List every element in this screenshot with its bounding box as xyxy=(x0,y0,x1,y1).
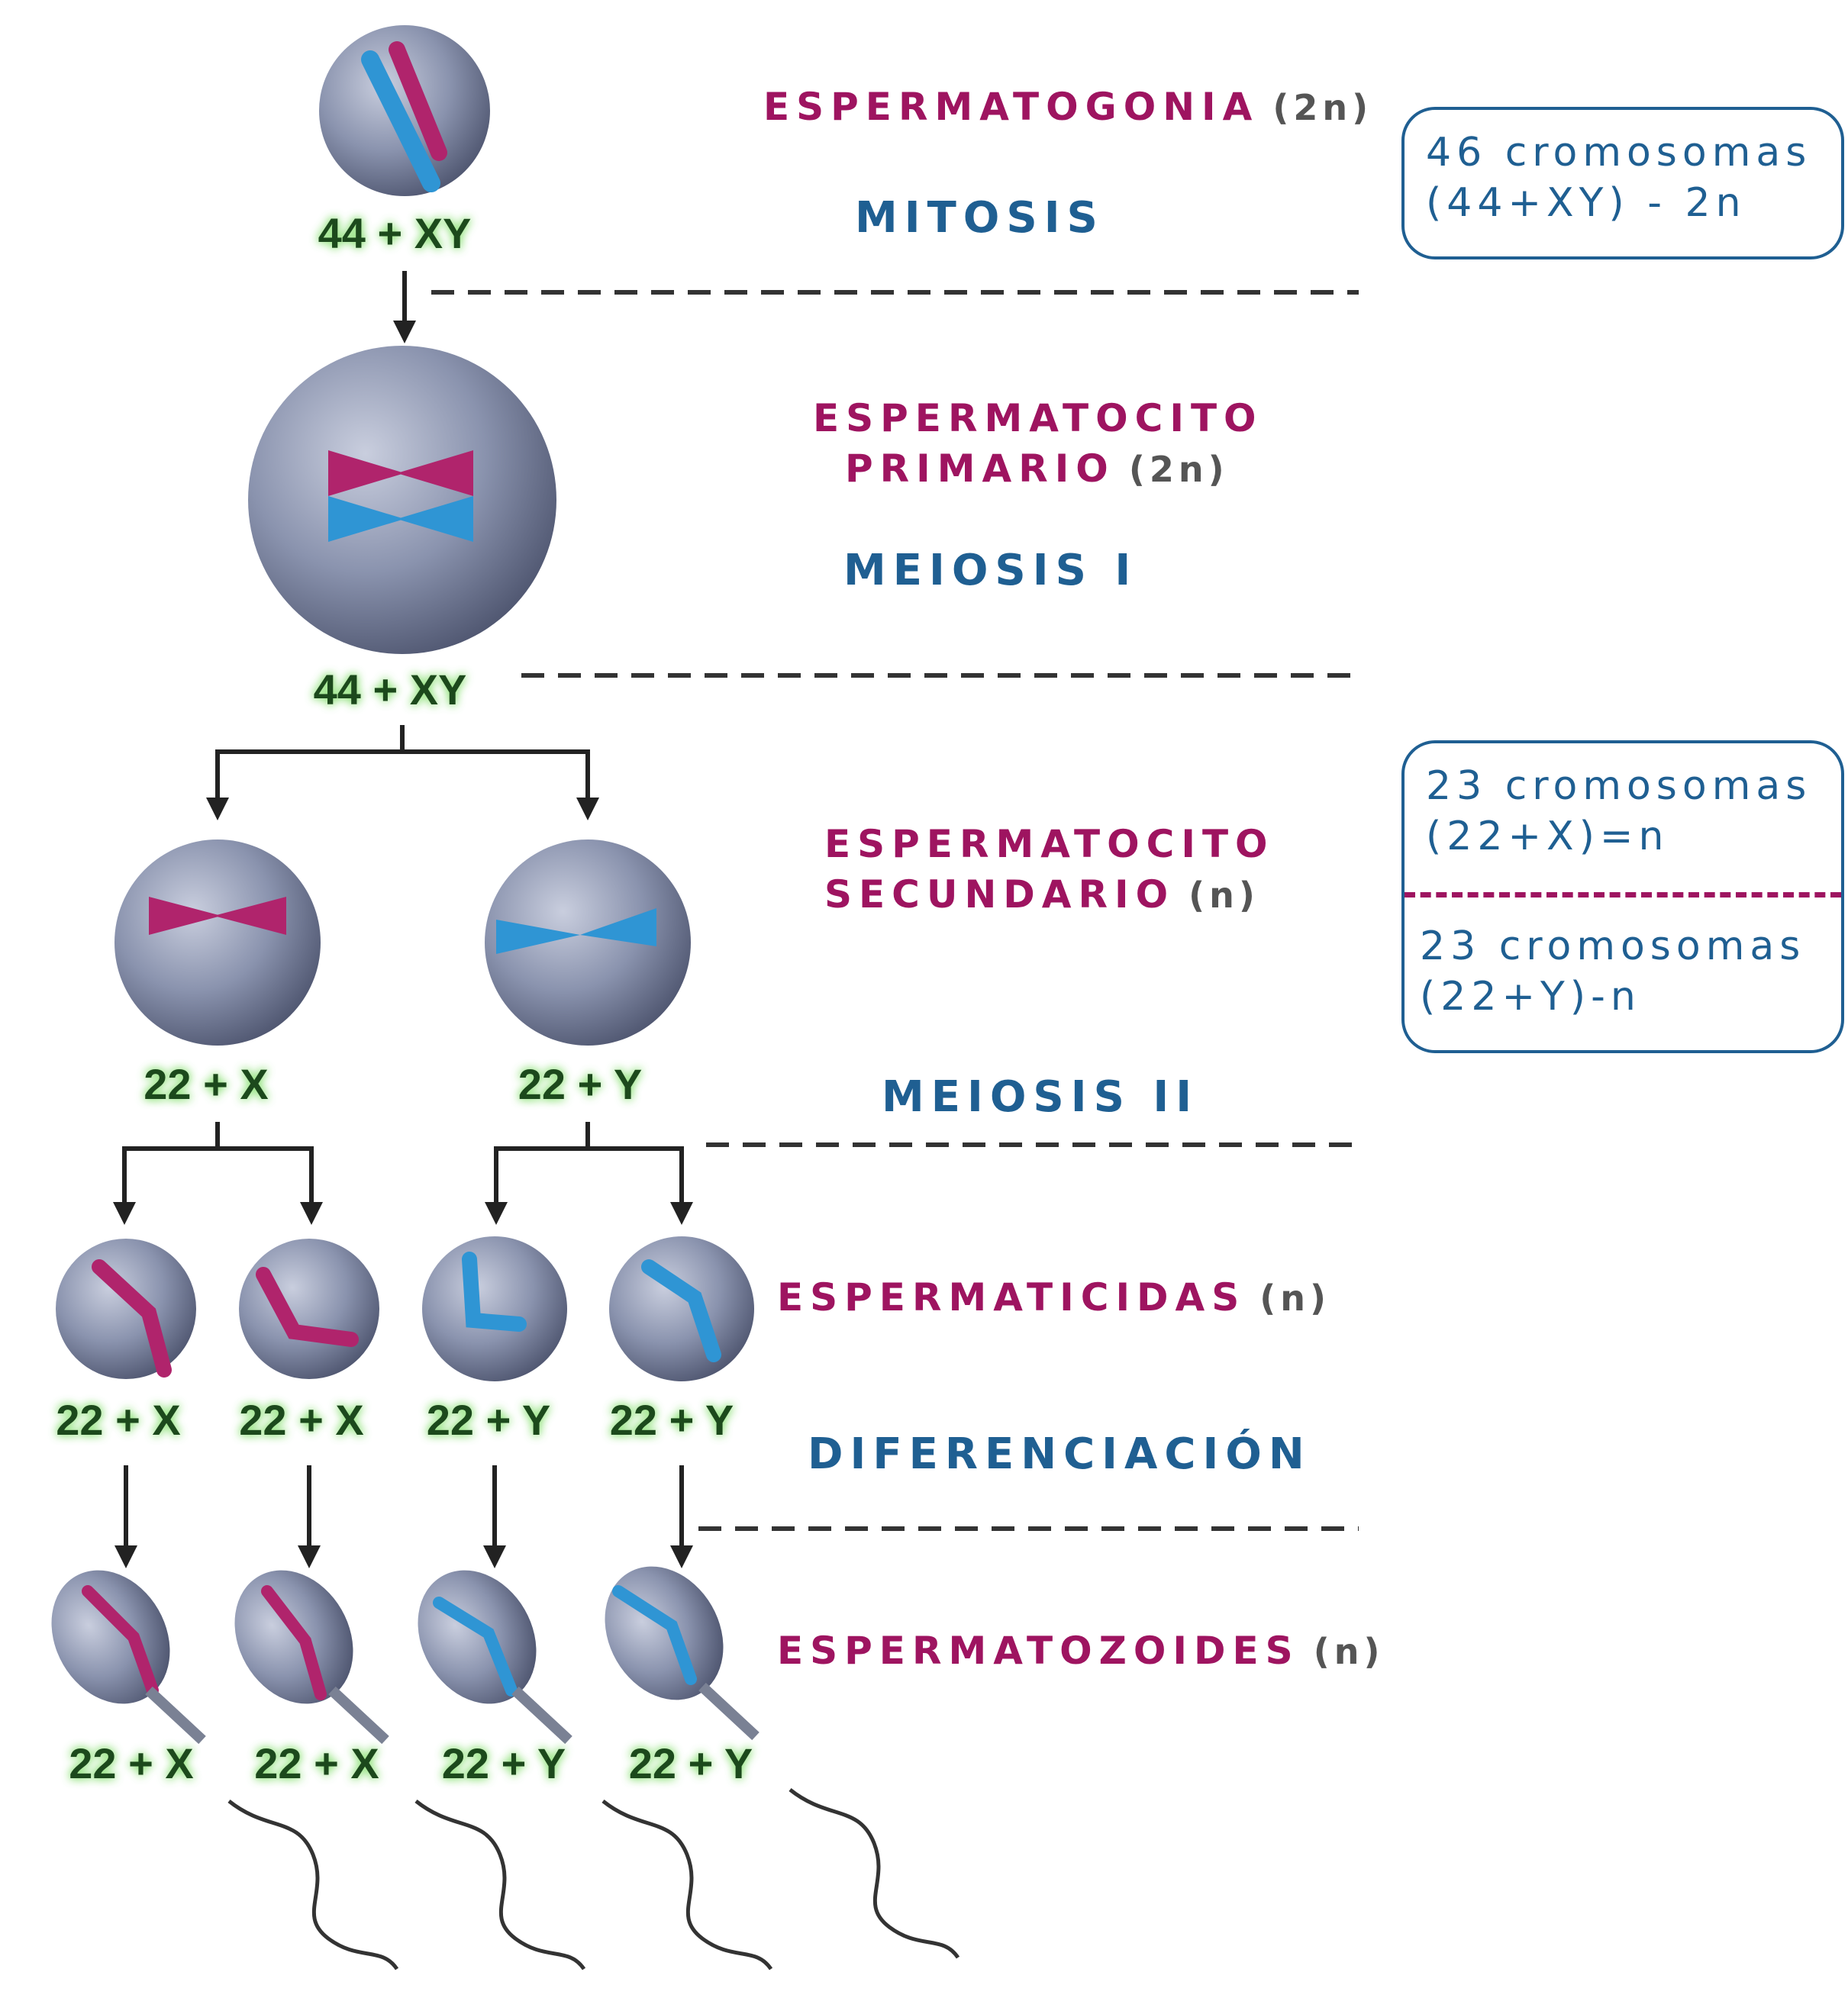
spermatid-y-2 xyxy=(609,1236,754,1381)
stage-label-espermatogonia: ESPERMATOGONIA (2n) xyxy=(763,88,1372,126)
process-label-mitosis: MITOSIS xyxy=(855,193,1105,243)
primary-spermatocyte-cell xyxy=(248,346,556,654)
ploidy: (2n) xyxy=(1128,449,1229,490)
stage-name-line1: ESPERMATOCITO xyxy=(824,822,1275,866)
spermatozoa xyxy=(51,1566,760,1745)
karyotype-spermatid: 22 + Y xyxy=(610,1396,734,1444)
info-box-x-line2: (22+X)=n xyxy=(1426,814,1669,859)
process-label-meiosis-1: MEIOSIS I xyxy=(843,546,1138,595)
ploidy: (2n) xyxy=(1272,87,1373,128)
karyotype-spermatozoon: 22 + X xyxy=(69,1739,193,1787)
info-box-y-line2: (22+Y)-n xyxy=(1420,974,1641,1020)
spermatozoon-y-1 xyxy=(418,1570,572,1745)
info-box-divider xyxy=(1405,892,1841,897)
info-box-x-line1: 23 cromosomas xyxy=(1426,763,1812,809)
flagella xyxy=(227,1788,960,1971)
karyotype-spermatid: 22 + X xyxy=(239,1396,363,1444)
karyotype-secondary-x: 22 + X xyxy=(144,1060,268,1108)
stage-name-line2: SECUNDARIO xyxy=(824,872,1176,917)
secondary-spermatocyte-x-cell xyxy=(114,839,321,1046)
karyotype-spermatozoon: 22 + X xyxy=(254,1739,379,1787)
stage-name: ESPERMATOGONIA xyxy=(763,85,1259,129)
differentiation-arrows xyxy=(114,1465,693,1568)
process-label-meiosis-2: MEIOSIS II xyxy=(882,1072,1199,1122)
stage-separators xyxy=(431,290,1359,1531)
spermatids xyxy=(56,1236,754,1381)
stage-label-espermaticidas: ESPERMATICIDAS(n) xyxy=(777,1278,1330,1316)
karyotype-spermatid: 22 + Y xyxy=(427,1396,550,1444)
spermatid-y-1 xyxy=(422,1236,567,1381)
stage-label-espermatocito-primario: ESPERMATOCITO PRIMARIO (2n) xyxy=(813,393,1263,503)
info-box-haploid: 23 cromosomas (22+X)=n 23 cromosomas (22… xyxy=(1401,740,1844,1053)
spermatozoon-y-2 xyxy=(605,1566,760,1741)
stage-name-line2: PRIMARIO xyxy=(845,446,1115,491)
meiosis-2-branches xyxy=(113,1122,693,1225)
karyotype-spermatid: 22 + X xyxy=(56,1396,180,1444)
ploidy: (n) xyxy=(1313,1631,1385,1672)
karyotype-spermatozoon: 22 + Y xyxy=(442,1739,566,1787)
spermatogonium-cell xyxy=(319,25,490,196)
karyotype-spermatozoon: 22 + Y xyxy=(629,1739,753,1787)
chromosome-pair-icon xyxy=(361,41,447,192)
process-label-diferenciacion: DIFERENCIACIÓN xyxy=(808,1429,1311,1479)
info-box-line2: (44+XY) - 2n xyxy=(1426,180,1746,226)
ploidy: (n) xyxy=(1259,1278,1331,1319)
info-box-line1: 46 cromosomas xyxy=(1426,130,1812,176)
stage-name-line1: ESPERMATOCITO xyxy=(813,396,1263,440)
info-box-y-line1: 23 cromosomas xyxy=(1420,923,1806,969)
stage-label-espermatocito-secundario: ESPERMATOCITO SECUNDARIO (n) xyxy=(824,819,1275,929)
spermatozoa-karyotypes: 22 + X 22 + X 22 + Y 22 + Y xyxy=(69,1739,753,1787)
karyotype-secondary-y: 22 + Y xyxy=(518,1060,642,1108)
spermatozoon-x-1 xyxy=(51,1570,206,1745)
karyotype-spermatogonium: 44 + XY xyxy=(318,209,472,257)
meiosis-1-branches xyxy=(206,725,599,820)
info-box-diploid: 46 cromosomas (44+XY) - 2n xyxy=(1401,107,1844,259)
stage-name: ESPERMATOZOIDES xyxy=(777,1629,1300,1673)
ploidy: (n) xyxy=(1188,875,1259,916)
secondary-spermatocyte-y-cell xyxy=(485,839,691,1046)
spermatozoon-x-2 xyxy=(234,1570,389,1745)
stage-label-espermatozoides: ESPERMATOZOIDES (n) xyxy=(777,1632,1384,1670)
x-chromosome-icon xyxy=(149,897,286,935)
stage-name: ESPERMATICIDAS xyxy=(777,1275,1247,1320)
chromosome-pair-icon xyxy=(328,450,473,542)
spermatid-x-2 xyxy=(239,1239,379,1379)
y-chromosome-icon xyxy=(496,908,656,954)
spermatid-karyotypes: 22 + X 22 + X 22 + Y 22 + Y xyxy=(56,1396,734,1444)
spermatid-x-1 xyxy=(56,1239,196,1379)
karyotype-primary-spermatocyte: 44 + XY xyxy=(314,665,467,714)
